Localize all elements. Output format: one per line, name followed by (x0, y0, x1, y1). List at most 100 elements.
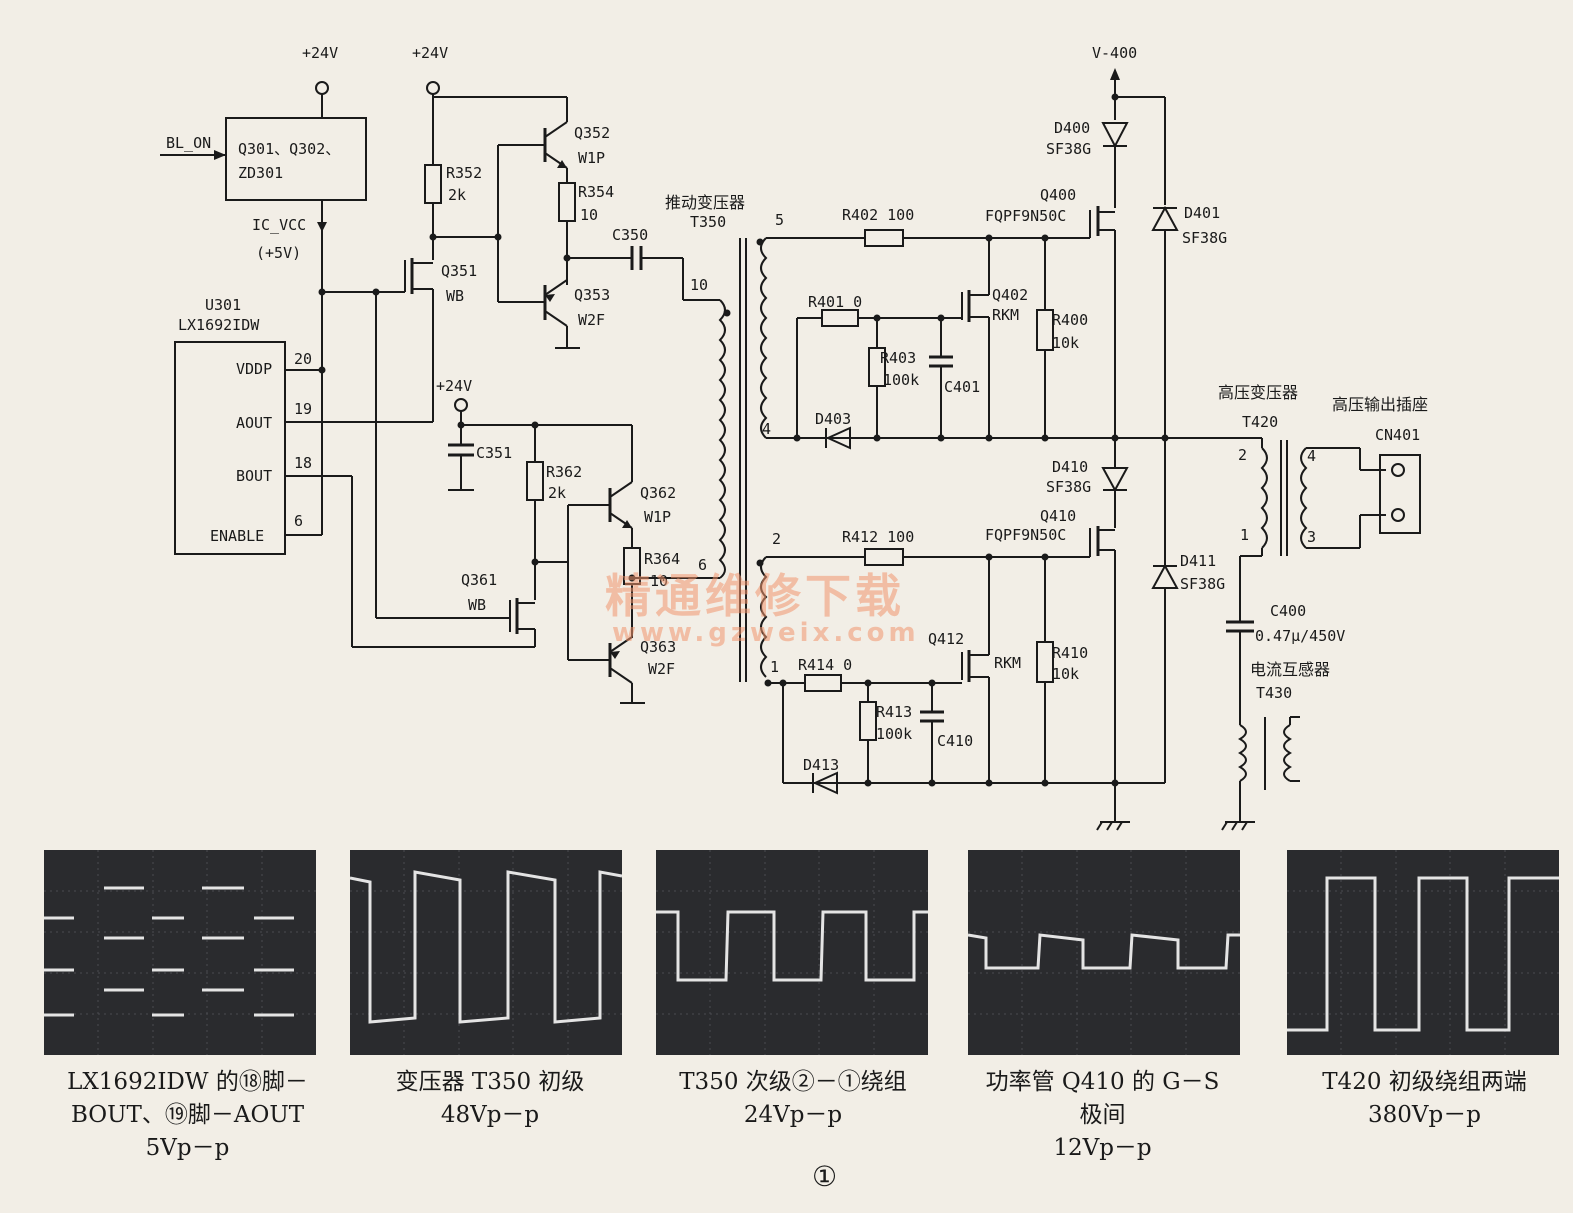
label-q412m: RKM (994, 654, 1021, 672)
xfmr-t420-pin4: 4 (1307, 447, 1316, 465)
label-d410m: SF38G (1046, 478, 1091, 496)
label-v400: V-400 (1092, 44, 1137, 62)
label-r410: R410 (1052, 644, 1088, 662)
label-d410: D410 (1052, 458, 1088, 476)
caption-line: 24Vp－p (743, 1102, 843, 1128)
label-d411m: SF38G (1180, 575, 1225, 593)
label-r364v: 10 (650, 572, 668, 590)
lower-gate-drive: R412 100 R410 10k Q412 RKM R414 0 R413 1… (766, 528, 1165, 795)
label-q351m: WB (446, 287, 464, 305)
caption-line: 功率管 Q410 的 G－S (985, 1069, 1220, 1095)
caption-line: 48Vp－p (440, 1102, 540, 1128)
q301-block: BL_ON Q301、Q302、 ZD301 IC_VCC (+5V) (160, 117, 367, 370)
label-r362: R362 (546, 463, 582, 481)
label-d411: D411 (1180, 552, 1216, 570)
scope-panel-2 (350, 850, 622, 1055)
caption-line: LX1692IDW 的⑱脚－ (67, 1069, 308, 1095)
supply-rail-q301: +24V (302, 44, 338, 118)
label-r401: R401 0 (808, 293, 862, 311)
power-stage: V-400 D400 SF38G Q400 FQPF9N50C D401 SF3… (985, 44, 1227, 831)
caption-line: BOUT、⑲脚－AOUT (70, 1102, 305, 1128)
label-r410v: 10k (1052, 665, 1079, 683)
label-ct: 电流互感器 (1250, 660, 1330, 679)
label-q363m: W2F (648, 660, 675, 678)
label-lx1692: LX1692IDW (178, 316, 260, 334)
caption-line: 极间 (1079, 1102, 1126, 1128)
xfmr-t420-pin1: 1 (1240, 526, 1249, 544)
label-q402: Q402 (992, 286, 1028, 304)
label-v5: (+5V) (256, 244, 301, 262)
u301-ic: U301 LX1692IDW VDDP AOUT BOUT ENABLE 20 … (174, 296, 535, 648)
label-r413: R413 (876, 703, 912, 721)
label-q361: Q361 (461, 571, 497, 589)
pin-bout: BOUT (236, 467, 272, 485)
label-r354v: 10 (580, 206, 598, 224)
caption-1: LX1692IDW 的⑱脚－ BOUT、⑲脚－AOUT 5Vp－p (40, 1066, 335, 1165)
scope-panel-5 (1287, 850, 1559, 1055)
label-q410: Q410 (1040, 507, 1076, 525)
label-r352: R352 (446, 164, 482, 182)
figure-number: ① (812, 1160, 838, 1193)
caption-2: 变压器 T350 初级 48Vp－p (360, 1066, 620, 1132)
label-q400m: FQPF9N50C (985, 207, 1066, 225)
caption-line: T420 初级绕组两端 (1322, 1069, 1527, 1095)
pin-vddp: VDDP (236, 360, 272, 378)
label-r354: R354 (578, 183, 614, 201)
caption-line: T350 次级②－①绕组 (679, 1069, 907, 1095)
pin-num-18: 18 (294, 454, 312, 472)
label-c400: C400 (1270, 602, 1306, 620)
scope-trace-1 (44, 850, 316, 1055)
label-d401: D401 (1184, 204, 1220, 222)
label-v24b: +24V (412, 44, 448, 62)
label-q410m: FQPF9N50C (985, 526, 1066, 544)
node-10: 10 (690, 276, 708, 294)
caption-line: 5Vp－p (145, 1135, 230, 1161)
label-q301: Q301、Q302、 (238, 140, 340, 158)
label-q362m: W1P (644, 508, 671, 526)
node-4: 4 (762, 420, 771, 438)
label-d413: D413 (803, 756, 839, 774)
label-cn401: CN401 (1375, 426, 1420, 444)
label-q361m: WB (468, 596, 486, 614)
label-hv-xfmr: 高压变压器 (1218, 383, 1298, 402)
supply-rail-q352: +24V (412, 44, 568, 165)
pin-aout: AOUT (236, 414, 272, 432)
label-d401m: SF38G (1182, 229, 1227, 247)
hv-transformer-t420: 高压变压器 T420 高压输出插座 CN401 2 1 4 3 C400 0.4… (1218, 383, 1428, 831)
caption-4: 功率管 Q410 的 G－S 极间 12Vp－p (960, 1066, 1245, 1165)
label-q353: Q353 (574, 286, 610, 304)
label-c401: C401 (944, 378, 980, 396)
node-6: 6 (698, 556, 707, 574)
label-q351: Q351 (441, 262, 477, 280)
label-v24c: +24V (436, 377, 472, 395)
scope-trace-2 (350, 850, 622, 1055)
label-r402: R402 100 (842, 206, 914, 224)
label-d403: D403 (815, 410, 851, 428)
label-r362v: 2k (548, 484, 566, 502)
watermark-url: www.gzweix.com (612, 618, 920, 648)
node-2: 2 (772, 530, 781, 548)
pin-enable: ENABLE (210, 527, 264, 545)
scope-trace-3 (656, 850, 928, 1055)
label-c351: C351 (476, 444, 512, 462)
caption-line: 12Vp－p (1053, 1135, 1152, 1161)
xfmr-t420-pin2: 2 (1238, 446, 1247, 464)
label-r400v: 10k (1052, 334, 1079, 352)
label-v24a: +24V (302, 44, 338, 62)
label-c350: C350 (612, 226, 648, 244)
label-q363: Q363 (640, 638, 676, 656)
label-d400: D400 (1054, 119, 1090, 137)
label-t350: T350 (690, 213, 726, 231)
label-q362: Q362 (640, 484, 676, 502)
label-drv-xfmr: 推动变压器 (665, 193, 745, 212)
label-r364: R364 (644, 550, 680, 568)
label-r400: R400 (1052, 311, 1088, 329)
label-r414: R414 0 (798, 656, 852, 674)
label-ic-vcc: IC_VCC (252, 216, 306, 234)
label-r352v: 2k (448, 186, 466, 204)
label-r403v: 100k (883, 371, 919, 389)
label-c410: C410 (937, 732, 973, 750)
label-r413v: 100k (876, 725, 912, 743)
label-t430: T430 (1256, 684, 1292, 702)
caption-5: T420 初级绕组两端 380Vp－p (1282, 1066, 1567, 1132)
